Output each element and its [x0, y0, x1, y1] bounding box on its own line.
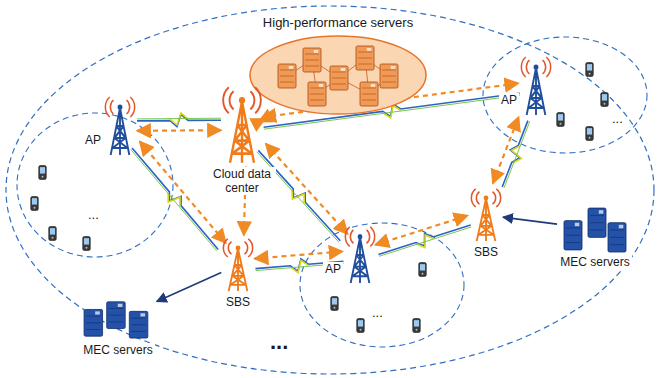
base-station: SBS: [224, 238, 252, 292]
link-line: [137, 118, 221, 120]
network-boundary: [6, 6, 654, 374]
tower-icon: [346, 226, 374, 284]
node-label: AP: [83, 133, 103, 147]
ellipsis-mark: ...: [88, 208, 99, 222]
cell-boundary: [483, 37, 647, 153]
server-cluster: [248, 34, 428, 116]
lightning-mark: [168, 193, 180, 207]
data-flow-arrow: [255, 251, 343, 258]
lightning-mark: [512, 146, 522, 163]
tower-icon: [472, 188, 500, 242]
base-station: SBS: [472, 188, 500, 242]
lightning-mark: [292, 190, 304, 203]
data-flow-arrow: [493, 117, 519, 183]
ellipsis-mark: ...: [612, 112, 623, 126]
mec-server-icons: [82, 298, 154, 340]
link-line: [131, 149, 217, 251]
tower-icon: [522, 56, 550, 116]
ellipsis-mark: ...: [372, 306, 383, 320]
link-line: [258, 150, 340, 240]
link-line: [132, 148, 218, 250]
base-station: AP: [346, 226, 374, 284]
link-line: [502, 121, 528, 187]
server-pool: High-performance servers: [248, 34, 428, 116]
server-link-arrow: [503, 217, 557, 224]
ellipsis-mark: ...: [270, 330, 288, 354]
cell-boundary: [17, 113, 173, 257]
link-line: [379, 227, 471, 256]
data-flow-arrow: [137, 129, 221, 132]
data-flow-arrow: [266, 144, 348, 234]
wireless-link: [131, 148, 219, 251]
link-line: [257, 152, 339, 242]
node-label: SBS: [224, 295, 252, 309]
mec-servers: MEC servers: [560, 206, 630, 252]
node-label: AP: [323, 262, 343, 276]
node-label: AP: [499, 93, 519, 107]
link-line: [378, 225, 470, 254]
node-label: High-performance servers: [261, 16, 415, 30]
node-label: Cloud data center: [208, 167, 276, 195]
link-line: [504, 121, 530, 187]
lightning-mark: [416, 235, 433, 248]
cell-boundary: [300, 223, 464, 347]
data-flow-arrow: [259, 119, 265, 122]
node-label: SBS: [472, 245, 500, 259]
base-station: Cloud data center: [224, 86, 260, 164]
tower-icon: [224, 238, 252, 292]
server-link-arrow: [157, 273, 222, 302]
tower-icon: [106, 96, 134, 156]
wireless-link: [502, 121, 530, 188]
base-station: AP: [106, 96, 134, 156]
wireless-link: [137, 113, 221, 127]
node-label: MEC servers: [81, 343, 154, 357]
base-station: AP: [522, 56, 550, 116]
wireless-link: [257, 150, 341, 242]
mec-server-icons: [560, 206, 630, 252]
tower-icon: [224, 86, 260, 164]
node-label: MEC servers: [558, 255, 631, 269]
mec-servers: MEC servers: [82, 298, 154, 340]
wireless-link: [378, 225, 471, 256]
mobile-phones: [31, 63, 609, 333]
